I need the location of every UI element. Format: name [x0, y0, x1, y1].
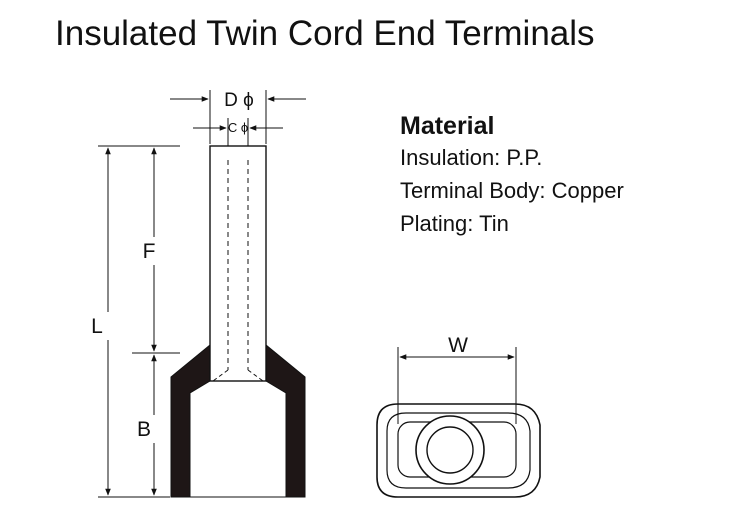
dimension-f-label: F — [143, 240, 156, 263]
material-plating: Plating: Tin — [400, 211, 509, 236]
collar-inner-cavity — [189, 380, 287, 498]
side-view — [170, 145, 306, 498]
dimension-lines — [98, 90, 306, 498]
dimension-l-label: L — [91, 315, 103, 338]
material-insulation: Insulation: P.P. — [400, 145, 543, 170]
end-view — [376, 403, 541, 498]
dimension-b-label: B — [137, 418, 151, 441]
material-terminal-body: Terminal Body: Copper — [400, 178, 624, 203]
bore-hidden-taper — [212, 369, 264, 382]
dimension-w-label: W — [448, 334, 468, 357]
page-title: Insulated Twin Cord End Terminals — [55, 14, 595, 53]
metal-sleeve — [209, 145, 267, 382]
dimension-w — [397, 347, 517, 424]
dimension-d-label: D ϕ — [224, 90, 254, 111]
material-heading: Material — [400, 112, 495, 140]
material-block: Material Insulation: P.P. Terminal Body:… — [400, 111, 624, 240]
end-view-sleeve-inner — [426, 426, 474, 474]
dimension-c-label: C ϕ — [228, 120, 248, 135]
